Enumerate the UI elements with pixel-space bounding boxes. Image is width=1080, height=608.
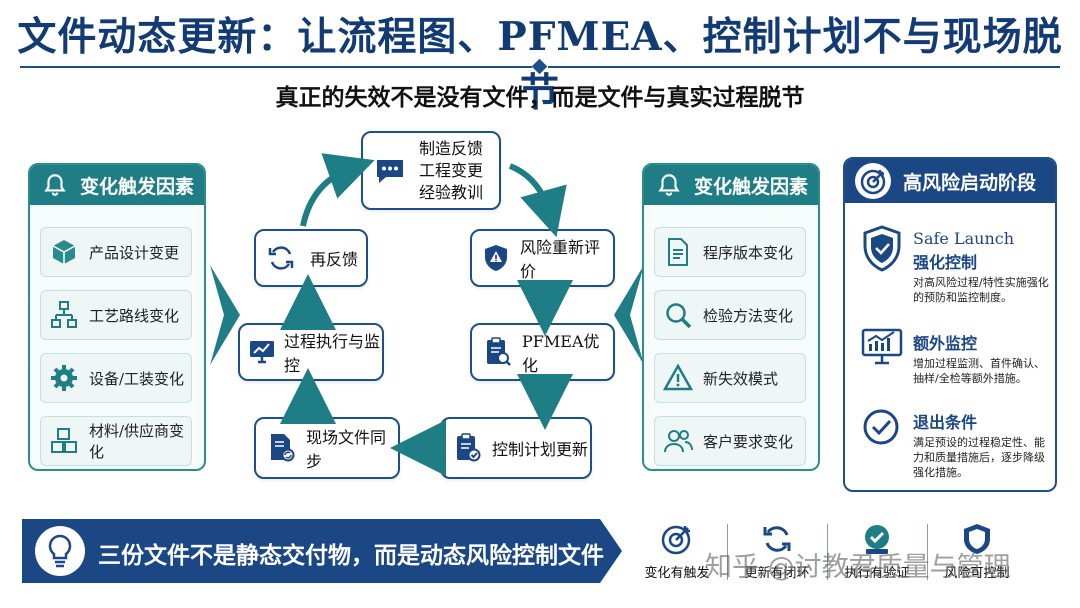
people-icon <box>664 430 693 453</box>
chat-bubble-icon <box>377 159 403 183</box>
node-label: PFMEA优化 <box>522 332 600 375</box>
magnifier-icon <box>666 303 692 329</box>
clipboard-check-icon <box>457 433 481 462</box>
footer-banner-text: 三份文件不是静态交付物，而是动态风险控制文件 <box>98 542 604 569</box>
node-line: 经验教训 <box>419 182 484 202</box>
node-label: 控制计划更新 <box>492 440 589 459</box>
target-icon <box>855 163 891 199</box>
high-risk-title: 高风险启动阶段 <box>903 171 1037 194</box>
factor-customer-requirement: 客户要求变化 <box>654 416 806 466</box>
factor-label: 程序版本变化 <box>703 243 794 262</box>
right-panel-header: 变化触发因素 <box>644 165 818 205</box>
node-label: 现场文件同步 <box>306 428 387 471</box>
target-icon <box>661 525 691 555</box>
factor-label: 材料/供应商变化 <box>89 422 185 461</box>
footer-item-label: 更新有闭环 <box>744 566 810 581</box>
exit-condition-desc: 满足预设的过程稳定性、能力和质量措施后，逐步降级强化措施。 <box>913 436 1045 479</box>
warning-icon <box>663 363 693 391</box>
node-pfmea-optimize: PFMEA优化 <box>470 323 615 381</box>
left-panel-header: 变化触发因素 <box>30 165 204 205</box>
node-risk-reassess: 风险重新评价 <box>470 229 615 287</box>
footer-separator <box>727 524 728 580</box>
footer-item-closed-loop: 更新有闭环 <box>736 522 818 581</box>
strengthen-control-title: 强化控制 <box>913 253 978 272</box>
page-title: 文件动态更新：让流程图、PFMEA、控制计划不与现场脱节 <box>17 14 1063 116</box>
factor-label: 新失效模式 <box>703 369 779 388</box>
node-feedback-sources: 制造反馈 工程变更 经验教训 <box>361 131 501 210</box>
node-label: 再反馈 <box>310 250 359 269</box>
check-circle-icon <box>863 409 899 445</box>
factor-inspection-method: 检验方法变化 <box>654 290 806 340</box>
safe-launch-title: Safe Launch <box>913 229 1015 248</box>
factor-label: 设备/工装变化 <box>89 369 185 388</box>
high-risk-header: 高风险启动阶段 <box>845 159 1055 203</box>
node-process-monitor: 过程执行与监控 <box>238 323 384 381</box>
left-panel-title: 变化触发因素 <box>80 175 195 198</box>
extra-monitor-desc: 增加过程监测、首件确认、抽样/全检等额外措施。 <box>913 357 1045 385</box>
footer-item-risk-control: 风险可控制 <box>936 522 1018 581</box>
node-line: 工程变更 <box>419 160 484 180</box>
left-trigger-panel: 变化触发因素 产品设计变更 工艺路线变化 设备/工装变化 材料/供应商变化 <box>28 163 206 471</box>
factor-label: 工艺路线变化 <box>89 306 180 325</box>
refresh-icon <box>268 246 294 270</box>
node-control-plan-update: 控制计划更新 <box>440 417 592 479</box>
cube-icon <box>52 240 76 264</box>
right-chevron-arrow <box>614 265 644 365</box>
flowchart-icon <box>51 301 77 328</box>
document-icon <box>668 238 688 266</box>
factor-equipment: 设备/工装变化 <box>40 353 192 403</box>
factor-process-route: 工艺路线变化 <box>40 290 192 340</box>
factor-product-design: 产品设计变更 <box>40 227 192 277</box>
shield-check-icon <box>863 225 901 272</box>
node-doc-sync: 现场文件同步 <box>254 417 400 479</box>
footer-separator <box>927 524 928 580</box>
shield-warning-icon <box>485 245 507 271</box>
lightbulb-icon <box>35 526 85 576</box>
extra-monitor-title: 额外监控 <box>913 334 978 353</box>
cycle-icon <box>763 526 791 552</box>
monitor-chart-icon <box>861 328 903 365</box>
boxes-icon <box>51 428 77 453</box>
footer-item-label: 执行有验证 <box>844 566 910 581</box>
factor-new-failure-mode: 新失效模式 <box>654 353 806 403</box>
right-panel-title: 变化触发因素 <box>694 175 809 198</box>
exit-condition-title: 退出条件 <box>913 413 978 432</box>
factor-label: 客户要求变化 <box>703 432 794 451</box>
clipboard-search-icon <box>487 337 511 366</box>
high-risk-panel: 高风险启动阶段 Safe Launch 强化控制 对高风险过程/特性实施强化的预… <box>843 157 1057 492</box>
factor-program-version: 程序版本变化 <box>654 227 806 277</box>
node-label: 风险重新评价 <box>520 238 601 281</box>
node-line: 制造反馈 <box>419 138 484 158</box>
document-sync-icon <box>271 434 295 462</box>
footer-separator <box>827 524 828 580</box>
factor-label: 检验方法变化 <box>703 306 794 325</box>
footer-item-label: 风险可控制 <box>944 566 1010 581</box>
title-divider-right <box>548 66 1060 68</box>
factor-material-supplier: 材料/供应商变化 <box>40 416 192 466</box>
bell-icon <box>44 174 66 196</box>
watermark: 知乎 @讨教君质量与管理 <box>705 552 1011 583</box>
gear-icon <box>51 365 77 391</box>
title-divider-left <box>20 66 532 68</box>
footer-item-verify: 执行有验证 <box>836 522 918 581</box>
shield-icon <box>964 524 990 554</box>
footer-banner <box>22 519 622 583</box>
factor-label: 产品设计变更 <box>89 243 180 262</box>
left-chevron-arrow <box>210 265 240 365</box>
bell-icon <box>658 174 680 196</box>
monitor-chart-icon <box>250 341 274 364</box>
safe-launch-desc: 对高风险过程/特性实施强化的预防和监控制度。 <box>913 276 1049 304</box>
footer-item-trigger: 变化有触发 <box>636 522 718 581</box>
footer-item-label: 变化有触发 <box>644 566 710 581</box>
verify-icon <box>865 525 889 554</box>
page-subtitle: 真正的失效不是没有文件，而是文件与真实过程脱节 <box>275 84 805 111</box>
right-trigger-panel: 变化触发因素 程序版本变化 检验方法变化 新失效模式 客户要求变化 <box>642 163 820 471</box>
